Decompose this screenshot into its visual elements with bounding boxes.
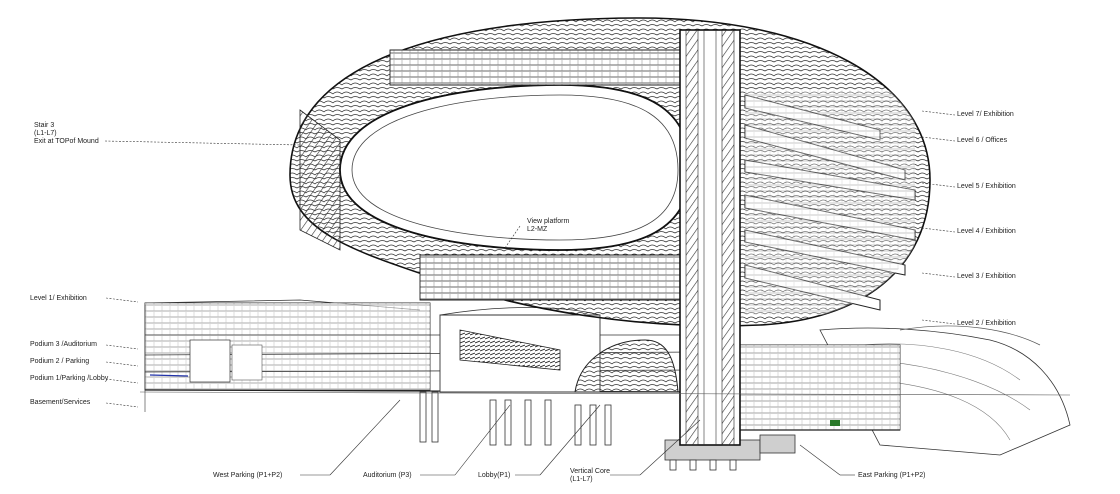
east-podium: [700, 344, 901, 431]
label-stair-3-line3: Exit at TOPof Mound: [34, 138, 99, 145]
label-podium-1: Podium 1/Parking /Lobby: [30, 375, 109, 382]
label-view-platform: View platform L2-MZ: [527, 218, 569, 234]
label-basement: Basement/Services: [30, 399, 91, 406]
label-podium-2: Podium 2 / Parking: [30, 358, 90, 365]
label-lobby: Lobby(P1): [478, 472, 511, 479]
label-level-4: Level 4 / Exhibition: [957, 228, 1016, 235]
label-level-7: Level 7/ Exhibition: [957, 111, 1014, 118]
label-vertical-core-line1: Vertical Core: [570, 468, 611, 475]
podium-block: [144, 299, 701, 393]
label-west-parking: West Parking (P1+P2): [213, 472, 283, 479]
vertical-core: [679, 29, 741, 446]
label-vertical-core-line2: (L1-L7): [570, 476, 593, 483]
callout-lines: [144, 305, 855, 476]
label-auditorium: Auditorium (P3): [363, 472, 412, 479]
auditorium-block: [439, 307, 601, 393]
leader-lines: [104, 110, 956, 408]
torus-floors: [299, 49, 916, 315]
label-east-parking: East Parking (P1+P2): [858, 472, 926, 479]
label-vertical-core: Vertical Core (L1-L7): [570, 468, 610, 484]
label-stair-3: Stair 3 (L1-L7) Exit at TOPof Mound: [34, 122, 99, 146]
label-level-5: Level 5 / Exhibition: [957, 183, 1016, 190]
label-level-1: Level 1/ Exhibition: [30, 295, 87, 302]
label-level-6: Level 6 / Offices: [957, 137, 1008, 144]
label-level-3: Level 3 / Exhibition: [957, 273, 1016, 280]
lobby-dome: [574, 339, 679, 393]
label-view-platform-line1: View platform: [527, 218, 570, 225]
label-stair-3-line2: (L1-L7): [34, 130, 57, 137]
label-view-platform-line2: L2-MZ: [527, 226, 548, 233]
label-level-2: Level 2 / Exhibition: [957, 320, 1016, 327]
label-stair-3-line1: Stair 3: [34, 122, 55, 129]
ground-line: [139, 391, 1071, 396]
label-podium-3: Podium 3 /Auditorium: [30, 341, 97, 348]
